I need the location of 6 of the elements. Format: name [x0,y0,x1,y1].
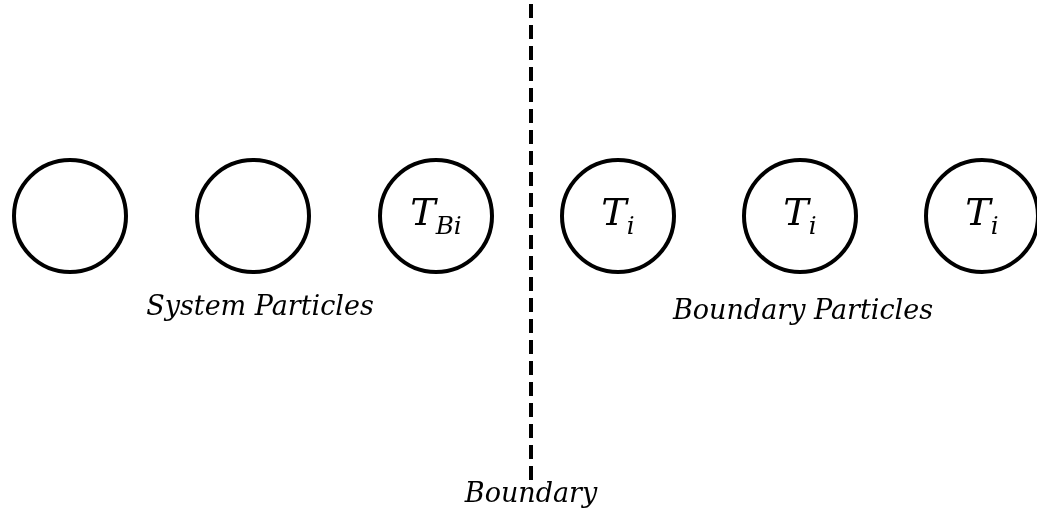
temperature-symbol: T$_{i}$ [965,193,999,239]
temperature-symbol: T$_{i}$ [601,193,635,239]
region-label: System Particles [146,290,374,321]
region-label: Boundary Particles [673,294,933,325]
region-label: Boundary [464,477,598,508]
temperature-symbol: T$_{i}$ [783,193,817,239]
